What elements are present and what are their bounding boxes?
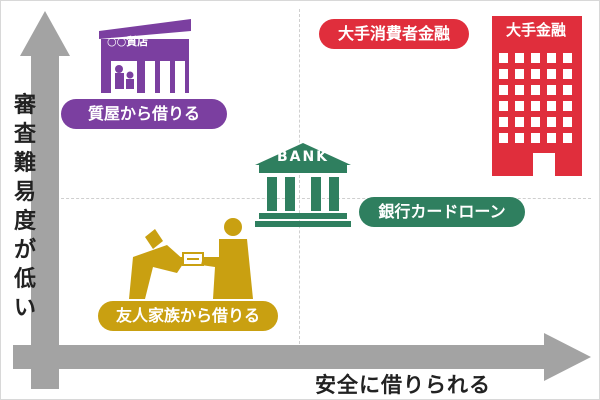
building-window: [547, 69, 556, 79]
building-window: [563, 53, 572, 63]
building-window: [531, 101, 540, 111]
y-axis-label-char: 低: [13, 267, 36, 292]
bank-card-loan-label: 銀行カードローン: [359, 197, 525, 227]
y-axis-label-text: 審査難易度が低い: [10, 91, 40, 323]
building-window: [547, 85, 556, 95]
y-axis-label: 審査難易度が低い: [10, 91, 40, 323]
pawn-shop-label: 質屋から借りる: [61, 99, 227, 129]
building-window: [563, 85, 572, 95]
building-window: [563, 117, 572, 127]
friends-lending-icon: [129, 218, 253, 299]
pawn-shop-sign: ○○質店: [107, 35, 149, 48]
bank-sign: BANK: [276, 149, 330, 165]
building-window: [531, 117, 540, 127]
building-window: [531, 133, 540, 143]
office-building-icon: [492, 16, 582, 176]
building-window: [499, 133, 508, 143]
y-axis-label-char: 査: [13, 122, 36, 147]
building-window: [499, 117, 508, 127]
y-axis-label-char: 難: [13, 151, 36, 176]
building-window: [547, 101, 556, 111]
friends-family-label: 友人家族から借りる: [98, 301, 278, 331]
bank-icon: [255, 143, 351, 227]
x-axis-arrow: [13, 333, 591, 381]
building-window: [515, 117, 524, 127]
y-axis-label-char: い: [13, 296, 36, 321]
building-window: [563, 133, 572, 143]
building-window: [531, 85, 540, 95]
building-window: [515, 85, 524, 95]
x-axis-label: 安全に借りられる: [315, 373, 491, 397]
pawn-shop-icon: [99, 19, 191, 93]
building-window: [515, 53, 524, 63]
building-window: [499, 69, 508, 79]
building-window: [547, 53, 556, 63]
building-window: [499, 53, 508, 63]
y-axis-label-char: が: [13, 238, 36, 263]
y-axis-arrow: [20, 11, 70, 389]
building-window: [531, 53, 540, 63]
y-axis-label-char: 易: [13, 180, 36, 205]
y-axis-label-char: 審: [13, 93, 36, 118]
building-window: [547, 133, 556, 143]
vertical-divider: [299, 9, 300, 349]
building-window: [547, 117, 556, 127]
building-window: [499, 85, 508, 95]
building-window: [499, 101, 508, 111]
building-window: [515, 133, 524, 143]
building-window: [563, 101, 572, 111]
building-window: [531, 69, 540, 79]
consumer-finance-label: 大手消費者金融: [319, 19, 469, 49]
building-sign: 大手金融: [505, 21, 566, 39]
building-window: [515, 69, 524, 79]
building-window: [515, 101, 524, 111]
building-window: [563, 69, 572, 79]
y-axis-label-char: 度: [13, 209, 36, 234]
